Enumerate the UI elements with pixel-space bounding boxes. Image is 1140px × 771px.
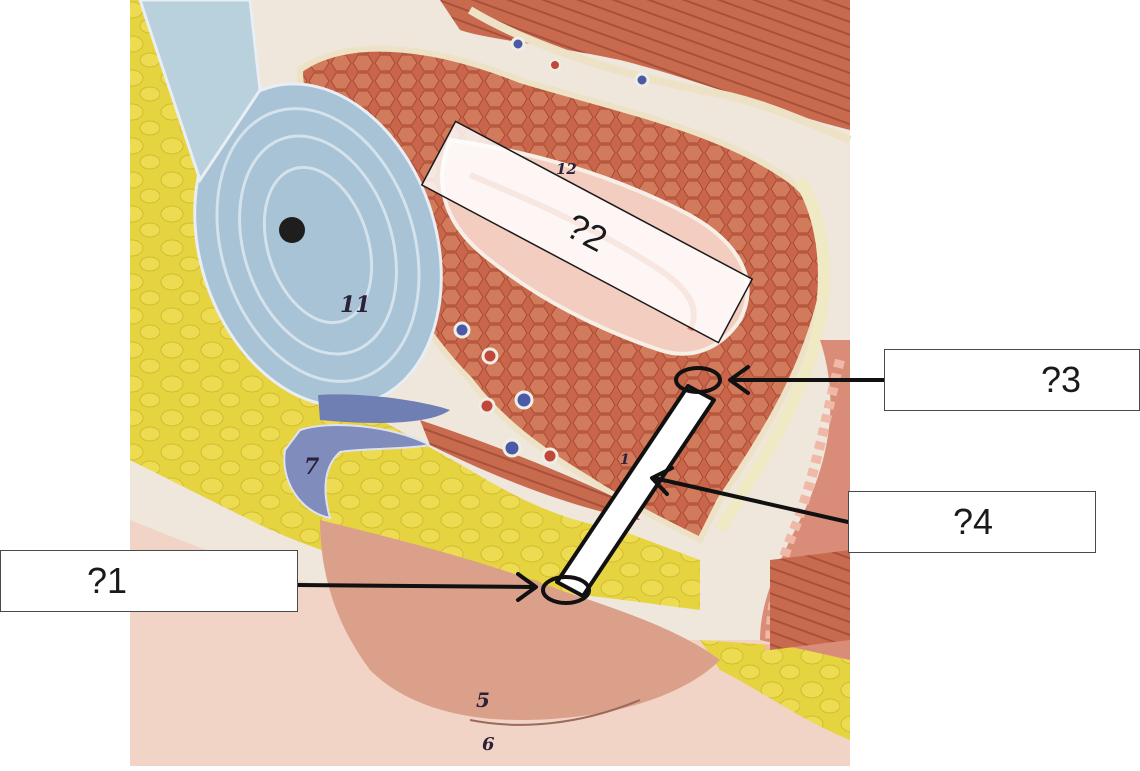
arrow-q4 xyxy=(650,466,850,524)
model-number-5: 5 xyxy=(476,688,490,712)
label-q1-text: ?1 xyxy=(87,560,128,601)
upper-opening-ring xyxy=(674,366,722,394)
label-box-q4: ?4 xyxy=(848,491,1096,553)
arrow-q3 xyxy=(728,365,886,395)
label-q3-text: ?3 xyxy=(1041,359,1082,400)
label-q4-text: ?4 xyxy=(953,501,994,542)
model-number-7: 7 xyxy=(304,454,320,480)
photo-region xyxy=(130,0,852,766)
pointer-arrows xyxy=(296,365,886,602)
model-number-1: 1 xyxy=(620,452,630,468)
arrow-q1 xyxy=(296,572,538,602)
model-number-6: 6 xyxy=(482,734,495,755)
lower-opening-ring xyxy=(541,575,591,605)
canal-marker xyxy=(541,366,722,605)
model-number-11: 11 xyxy=(340,292,371,318)
label-box-q3: ?3 xyxy=(884,349,1140,411)
label-box-q1: ?1 xyxy=(0,550,298,612)
model-number-12: 12 xyxy=(556,160,577,178)
label-box-q2: ?2 xyxy=(420,120,754,344)
